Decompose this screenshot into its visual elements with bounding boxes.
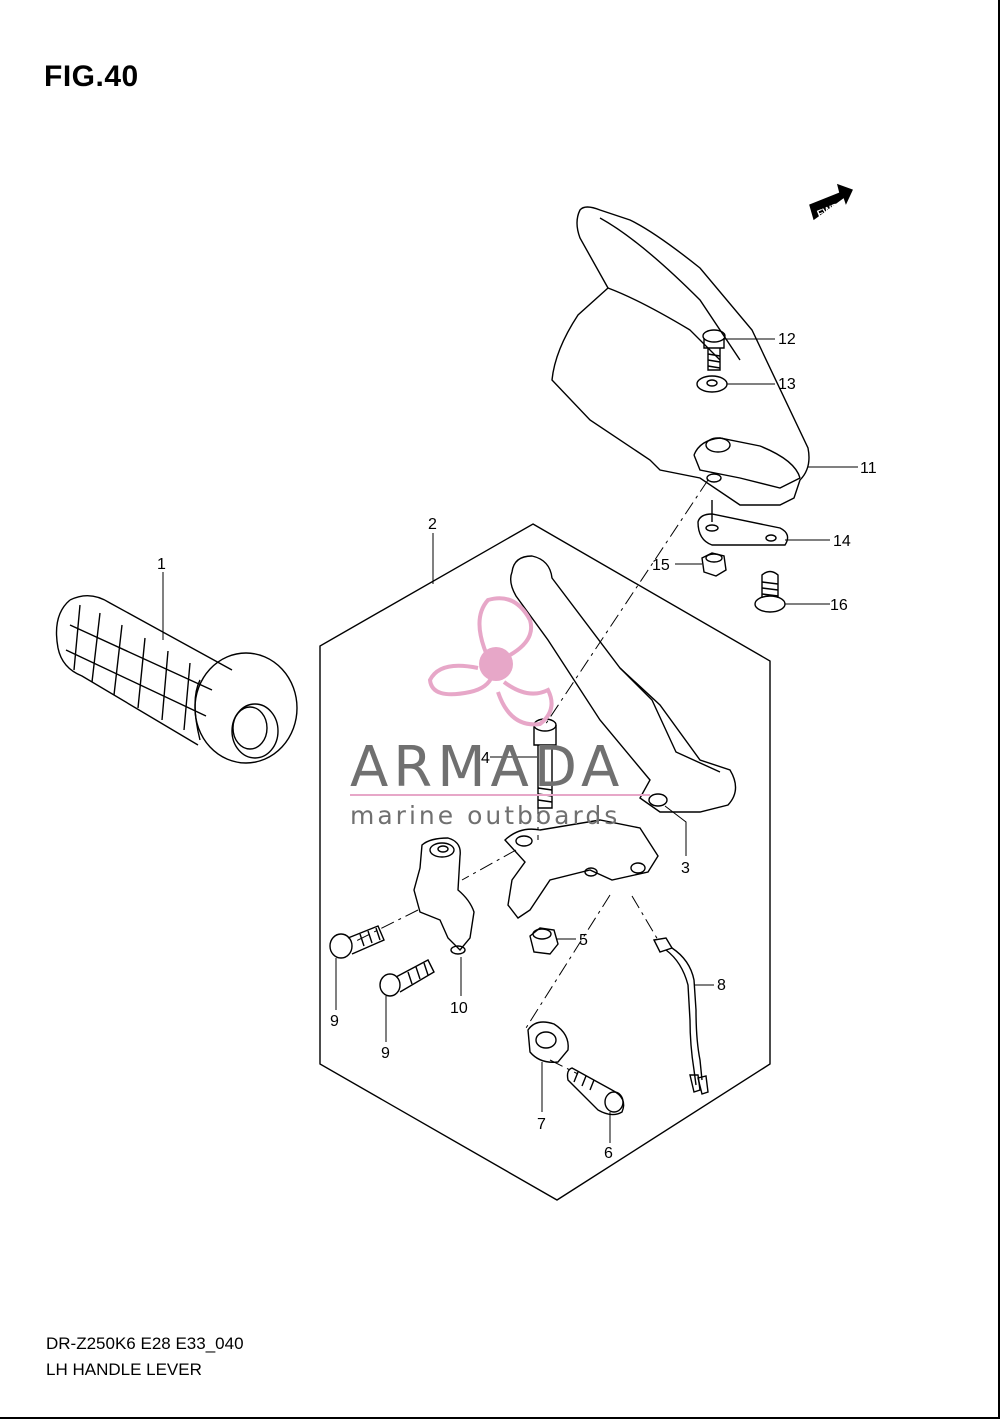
adjuster-ring-7-part xyxy=(527,1021,569,1063)
callout-14: 14 xyxy=(833,533,851,550)
watermark-brand: ARMADA xyxy=(350,735,624,800)
propeller-logo-icon xyxy=(427,596,554,727)
callout-16: 16 xyxy=(830,597,848,614)
callout-9b: 9 xyxy=(381,1045,390,1062)
callout-5: 5 xyxy=(579,932,588,949)
plate-14-part xyxy=(697,500,789,546)
bolt-16-part xyxy=(754,570,786,613)
callout-3: 3 xyxy=(681,860,690,877)
leader-lines xyxy=(162,338,858,1143)
switch-8-part xyxy=(652,937,709,1095)
callout-4: 4 xyxy=(481,750,490,767)
washer-13-part xyxy=(696,375,728,393)
callout-2: 2 xyxy=(428,516,437,533)
lever-bracket-part xyxy=(504,819,659,919)
kit-outline xyxy=(319,523,771,1201)
callout-15: 15 xyxy=(652,557,670,574)
hand-guard-part xyxy=(551,206,810,506)
cable-adjuster-6-part xyxy=(566,1067,625,1116)
model-code-label: DR-Z250K6 E28 E33_040 xyxy=(46,1334,244,1353)
callout-1: 1 xyxy=(157,556,166,573)
clutch-lever-part xyxy=(509,555,737,813)
watermark-tagline: marine outboards xyxy=(350,801,620,830)
nut-5-part xyxy=(529,927,559,955)
callout-11: 11 xyxy=(860,460,877,477)
figure-title: FIG.40 xyxy=(44,60,139,93)
bolt-9a-part xyxy=(329,925,385,959)
assembly-name-label: LH HANDLE LEVER xyxy=(46,1360,202,1379)
fwd-arrow-icon: FWD xyxy=(809,183,853,220)
screw-12-part xyxy=(702,329,726,371)
callout-6: 6 xyxy=(604,1145,613,1162)
callout-13: 13 xyxy=(778,376,796,393)
nut-15-part xyxy=(701,552,727,577)
callout-8: 8 xyxy=(717,977,726,994)
callouts: 1 2 3 4 5 6 7 8 9 9 10 11 12 13 14 15 16 xyxy=(157,331,877,1162)
callout-10: 10 xyxy=(450,1000,468,1017)
callout-9a: 9 xyxy=(330,1013,339,1030)
callout-7: 7 xyxy=(537,1116,546,1133)
bolt-9b-part xyxy=(379,959,435,997)
grip-part xyxy=(55,595,298,764)
callout-12: 12 xyxy=(778,331,796,348)
watermark: ARMADA marine outboards xyxy=(350,596,650,830)
clamp-10-part xyxy=(413,837,475,955)
assembly-lines xyxy=(353,479,709,1075)
